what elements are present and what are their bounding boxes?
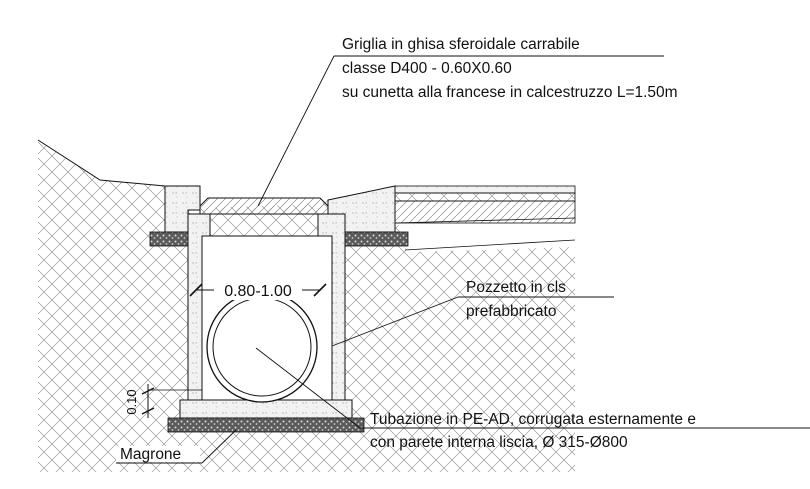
road-edge [394,217,576,224]
pipe-label-line2: con parete interna liscia, Ø 315-Ø800 [370,434,628,451]
grate-casting [199,197,329,215]
lean-concrete-label-bg [116,446,200,462]
width-dim-tick-left [189,283,203,297]
lean-concrete-leader [201,429,237,464]
pipe-leader [255,347,361,429]
thickness-dim-tick-bottom [141,407,155,415]
manhole-leader [331,296,459,347]
grate-label-line3: su cunetta alla francese in calcestruzzo… [342,84,678,101]
lean-concrete-label: Magrone [120,446,181,463]
grate-label-line1: Griglia in ghisa sferoidale carrabile [342,36,580,53]
manhole-base [179,399,353,419]
lean-concrete-layer [167,417,365,433]
road-subbase-line [404,239,576,251]
road-layer-base [394,200,576,224]
grate-label-line2: classe D400 - 0.60X0.60 [342,60,512,77]
manhole-label-line1: Pozzetto in cls [466,279,566,296]
pipe-inner [212,297,312,397]
width-dim-text: 0.80-1.00 [224,283,292,300]
thickness-dim-text: 0.10 [124,389,139,414]
grate-leader [257,55,335,207]
width-dim-label-bg [214,280,302,300]
manhole-label-line2: prefabbricato [466,303,556,320]
road-layer-mid [394,192,576,202]
road-layer-top [394,185,576,194]
width-dim-tick-right [313,283,327,297]
ground-line [37,139,166,187]
pipe-label-line1: Tubazione in PE-AD, corrugata esternamen… [370,411,696,428]
thickness-dim-tick-top [141,387,155,395]
